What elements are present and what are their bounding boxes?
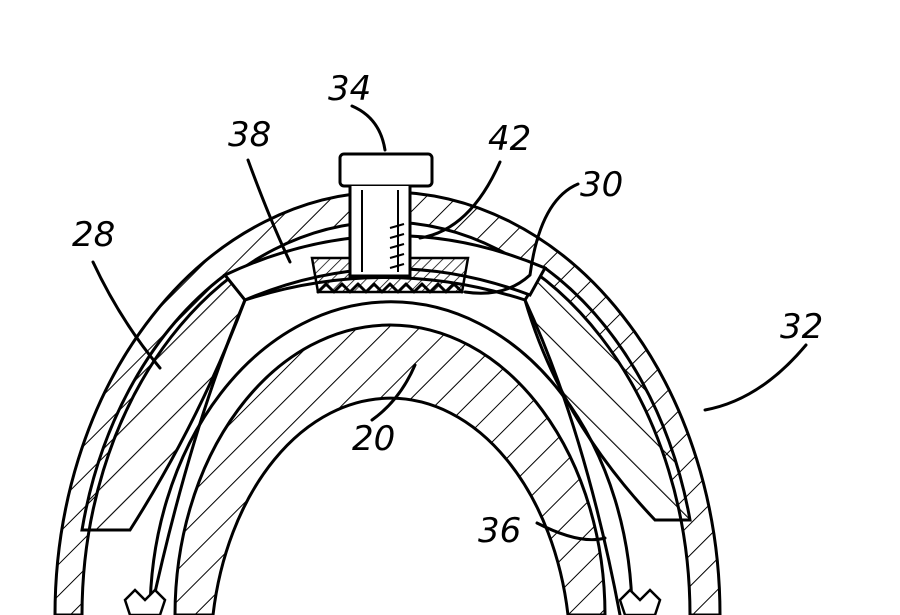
gripper-teeth: [316, 282, 464, 294]
pipe-20-wall: [173, 323, 607, 615]
leader-20: [370, 363, 417, 422]
label-32: 32: [780, 307, 823, 347]
label-20: 20: [352, 419, 395, 459]
leader-36: [535, 521, 607, 542]
leader-34: [350, 104, 387, 152]
leader-38: [246, 158, 292, 264]
label-34: 34: [328, 69, 371, 109]
bolt-34-head: [338, 152, 434, 188]
label-42: 42: [488, 119, 531, 159]
leader-42: [418, 160, 502, 240]
leader-28: [91, 260, 162, 370]
liner-left: [148, 298, 247, 615]
fastener-bottom-left: [123, 588, 167, 615]
bolt-34-shank: [348, 186, 412, 278]
pipe-20-inner-ring: [148, 300, 634, 615]
fastener-bottom-right: [618, 588, 662, 615]
label-36: 36: [478, 511, 521, 551]
label-30: 30: [580, 165, 623, 205]
label-38: 38: [228, 115, 271, 155]
bolt-thread: [389, 223, 405, 269]
leader-30: [463, 182, 580, 295]
leader-32: [703, 343, 808, 412]
label-28: 28: [72, 215, 115, 255]
